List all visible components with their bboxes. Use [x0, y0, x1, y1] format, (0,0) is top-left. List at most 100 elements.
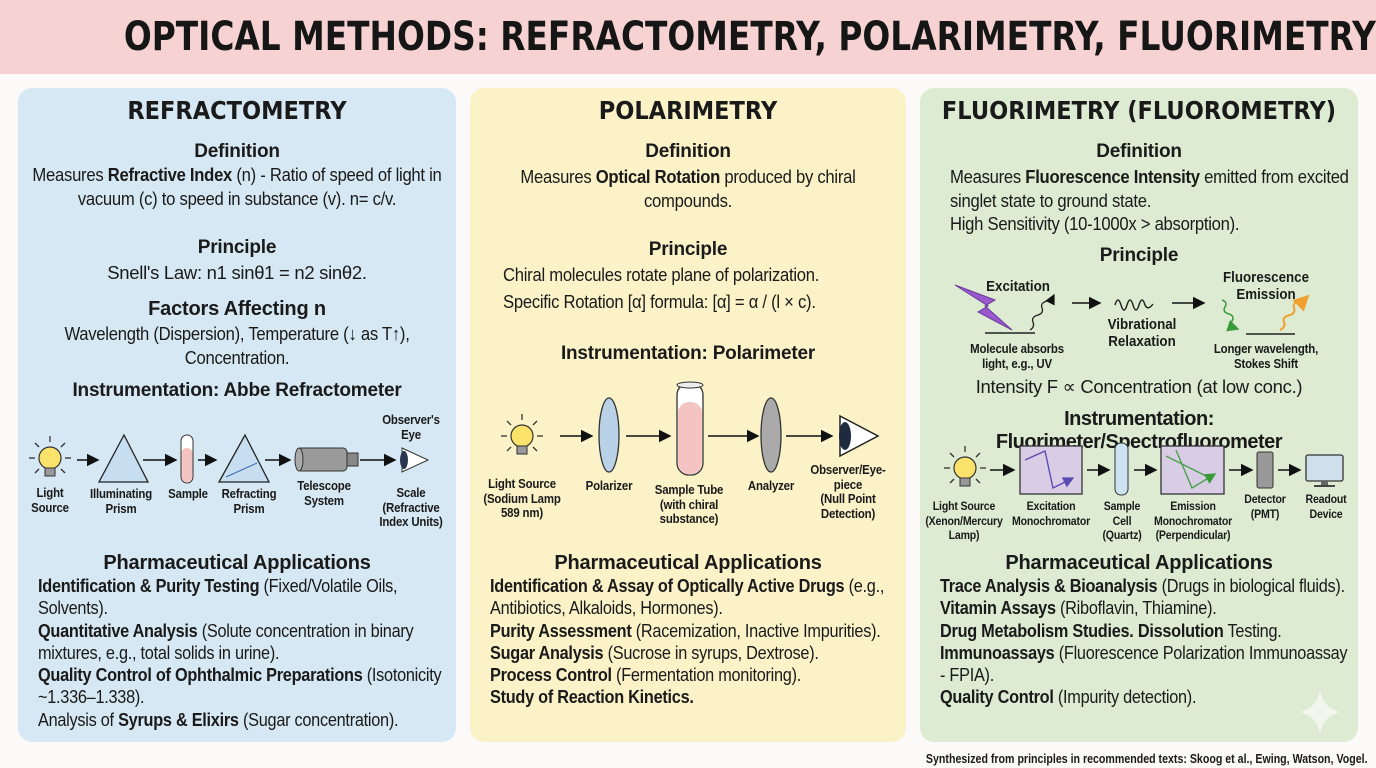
bold-term: Identification & Purity Testing	[38, 575, 260, 596]
text-segment: (Drugs in biological fluids).	[1157, 575, 1346, 596]
fluorimetry-panel	[920, 88, 1358, 742]
text-segment: (Fixed/Volatile Oils, Solvents).	[38, 575, 398, 619]
text-segment: (Riboflavin, Thiamine).	[1055, 597, 1217, 619]
polarimetry-principle-1: Chiral molecules rotate plane of polariz…	[503, 264, 820, 285]
light-bulb-icon	[500, 413, 544, 455]
text-segment: (Racemization, Inactive Impurities).	[631, 619, 881, 641]
polarimetry-instrumentation-label: Instrumentation: Polarimeter	[560, 343, 816, 364]
polarizer-icon	[598, 397, 620, 473]
application-item: Trace Analysis & Bioanalysis (Drugs in b…	[940, 575, 1352, 597]
text-segment: (Sugar concentration).	[238, 708, 399, 730]
application-item: Study of Reaction Kinetics.	[490, 686, 892, 708]
bold-term: Sugar Analysis	[490, 641, 604, 663]
light-bulb-icon	[943, 445, 987, 487]
label-emission-monochromator: Emission Monochromator (Perpendicular)	[1153, 499, 1233, 542]
label-emission: Fluorescence Emission	[1222, 270, 1310, 303]
application-item: Process Control (Fermentation monitoring…	[490, 664, 892, 686]
bold-term: Immunoassays	[940, 641, 1055, 663]
polarimetry-definition: Measures Optical Rotation produced by ch…	[490, 165, 886, 212]
label-sample: Sample	[168, 486, 208, 501]
label-excitation: Excitation	[986, 279, 1050, 295]
refractometry-principle: Snell's Law: n1 sinθ1 = n2 sinθ2.	[107, 262, 367, 283]
monitor-icon	[1305, 454, 1344, 487]
label-excitation-monochromator: Excitation Monochromator	[1011, 499, 1091, 528]
fluorimetry-sensitivity: High Sensitivity (10-1000x > absorption)…	[950, 213, 1240, 234]
label-sample-cell: Sample Cell (Quartz)	[1102, 499, 1142, 542]
emission-monochromator-icon	[1160, 445, 1224, 495]
orange-wavy-arrow-icon	[1279, 294, 1310, 331]
eye-icon	[839, 414, 880, 458]
text-segment: (Fluorescence Polarization Immunoassay -…	[940, 641, 1348, 686]
sample-tube-icon	[180, 434, 194, 484]
application-item: Quality Control (Impurity detection).	[940, 686, 1352, 708]
label-observer: Observer/Eye- piece (Null Point Detectio…	[810, 462, 886, 521]
sample-tube-icon	[676, 381, 704, 476]
polarimetry-principle-2: Specific Rotation [α] formula: [α] = α /…	[503, 290, 816, 312]
footer-sources: Synthesized from principles in recommend…	[926, 752, 1368, 766]
label-light-source: Light Source (Sodium Lamp 589 nm)	[483, 476, 561, 520]
label-light-source: Light Source (Xenon/Mercury Lamp)	[925, 499, 1003, 542]
polarimetry-principle-label: Principle	[648, 239, 728, 260]
bold-term: Vitamin Assays	[940, 597, 1056, 619]
bold-term: Quantitative Analysis	[38, 619, 198, 641]
bold-term: Drug Metabolism Studies. Dissolution	[940, 619, 1224, 641]
refracting-prism-icon	[217, 433, 271, 483]
fluorimetry-principle-label: Principle	[1099, 245, 1179, 266]
polarimetry-definition-label: Definition	[645, 141, 731, 162]
refractometry-heading: REFRACTOMETRY	[127, 96, 347, 125]
excitation-monochromator-icon	[1019, 445, 1083, 495]
detector-icon	[1256, 451, 1274, 489]
text-segment: (Isotonicity ~1.336–1.338).	[38, 664, 442, 708]
fluorimetry-definition-label: Definition	[1096, 141, 1182, 162]
fluorimetry-intensity: Intensity F ∝ Concentration (at low conc…	[975, 376, 1303, 397]
application-item: Drug Metabolism Studies. Dissolution Tes…	[940, 620, 1352, 642]
application-item: Quantitative Analysis (Solute concentrat…	[38, 620, 450, 665]
text-segment: (e.g., Antibiotics, Alkaloids, Hormones)…	[490, 575, 885, 619]
sample-cell-icon	[1114, 442, 1129, 496]
bold-term: Refractive Index	[107, 164, 233, 185]
fluorimetry-heading: FLUORIMETRY (FLUOROMETRY)	[941, 96, 1337, 125]
refractometry-instrumentation-label: Instrumentation: Abbe Refractometer	[72, 380, 402, 401]
refractometry-applications-label: Pharmaceutical Applications	[103, 552, 371, 574]
label-scale: Scale (Refractive Index Units)	[379, 485, 443, 529]
label-refracting-prism: Refracting Prism	[221, 486, 277, 516]
application-item: Sugar Analysis (Sucrose in syrups, Dextr…	[490, 642, 892, 664]
label-stokes-shift: Longer wavelength, Stokes Shift	[1213, 341, 1319, 371]
fluorimetry-applications: Trace Analysis & Bioanalysis (Drugs in b…	[940, 575, 1352, 709]
light-bulb-icon	[28, 435, 72, 477]
illuminating-prism-icon	[97, 433, 150, 483]
application-item: Vitamin Assays (Riboflavin, Thiamine).	[940, 597, 1352, 619]
refractometry-factors-label: Factors Affecting n	[148, 298, 326, 320]
text-segment: (n) - Ratio of speed of light in vacuum …	[77, 164, 442, 209]
text-segment: (Fermentation monitoring).	[611, 664, 802, 686]
squiggle-icon	[1114, 299, 1154, 311]
refractometry-factors: Wavelength (Dispersion), Temperature (↓ …	[64, 323, 410, 368]
bold-term: Syrups & Elixirs	[118, 708, 239, 730]
polarimetry-heading: POLARIMETRY	[598, 96, 778, 125]
bold-term: Trace Analysis & Bioanalysis	[940, 575, 1158, 596]
label-absorbs: Molecule absorbs light, e.g., UV	[970, 341, 1064, 371]
label-readout: Readout Device	[1305, 492, 1347, 521]
lightning-bolt-icon	[954, 284, 1013, 331]
sparkle-icon	[1300, 690, 1340, 734]
bold-term: Purity Assessment	[490, 619, 632, 641]
refractometry-definition: Measures Refractive Index (n) - Ratio of…	[22, 163, 452, 210]
label-polarizer: Polarizer	[585, 478, 633, 493]
label-sample-tube: Sample Tube (with chiral substance)	[654, 482, 724, 526]
application-item: Analysis of Syrups & Elixirs (Sugar conc…	[38, 709, 450, 731]
application-item: Immunoassays (Fluorescence Polarization …	[940, 642, 1352, 687]
text-segment: (Impurity detection).	[1053, 686, 1197, 708]
text-segment: emitted from excited singlet state to gr…	[950, 166, 1349, 211]
label-light-source: Light Source	[31, 485, 69, 515]
refractometry-applications: Identification & Purity Testing (Fixed/V…	[38, 575, 450, 731]
application-item: Purity Assessment (Racemization, Inactiv…	[490, 620, 892, 642]
text-segment: produced by chiral compounds.	[643, 166, 856, 211]
label-observer-eye: Observer's Eye	[382, 412, 440, 442]
fluorimetry-applications-label: Pharmaceutical Applications	[1005, 552, 1273, 574]
bold-term: Process Control	[490, 664, 612, 686]
text-segment: (Solute concentration in binary mixtures…	[38, 619, 414, 663]
page-title: OPTICAL METHODS: REFRACTOMETRY, POLARIME…	[123, 14, 1376, 60]
fluorimetry-definition-block: Measures Fluorescence Intensity emitted …	[950, 165, 1350, 236]
polarimetry-principle: Chiral molecules rotate plane of polariz…	[503, 263, 903, 313]
